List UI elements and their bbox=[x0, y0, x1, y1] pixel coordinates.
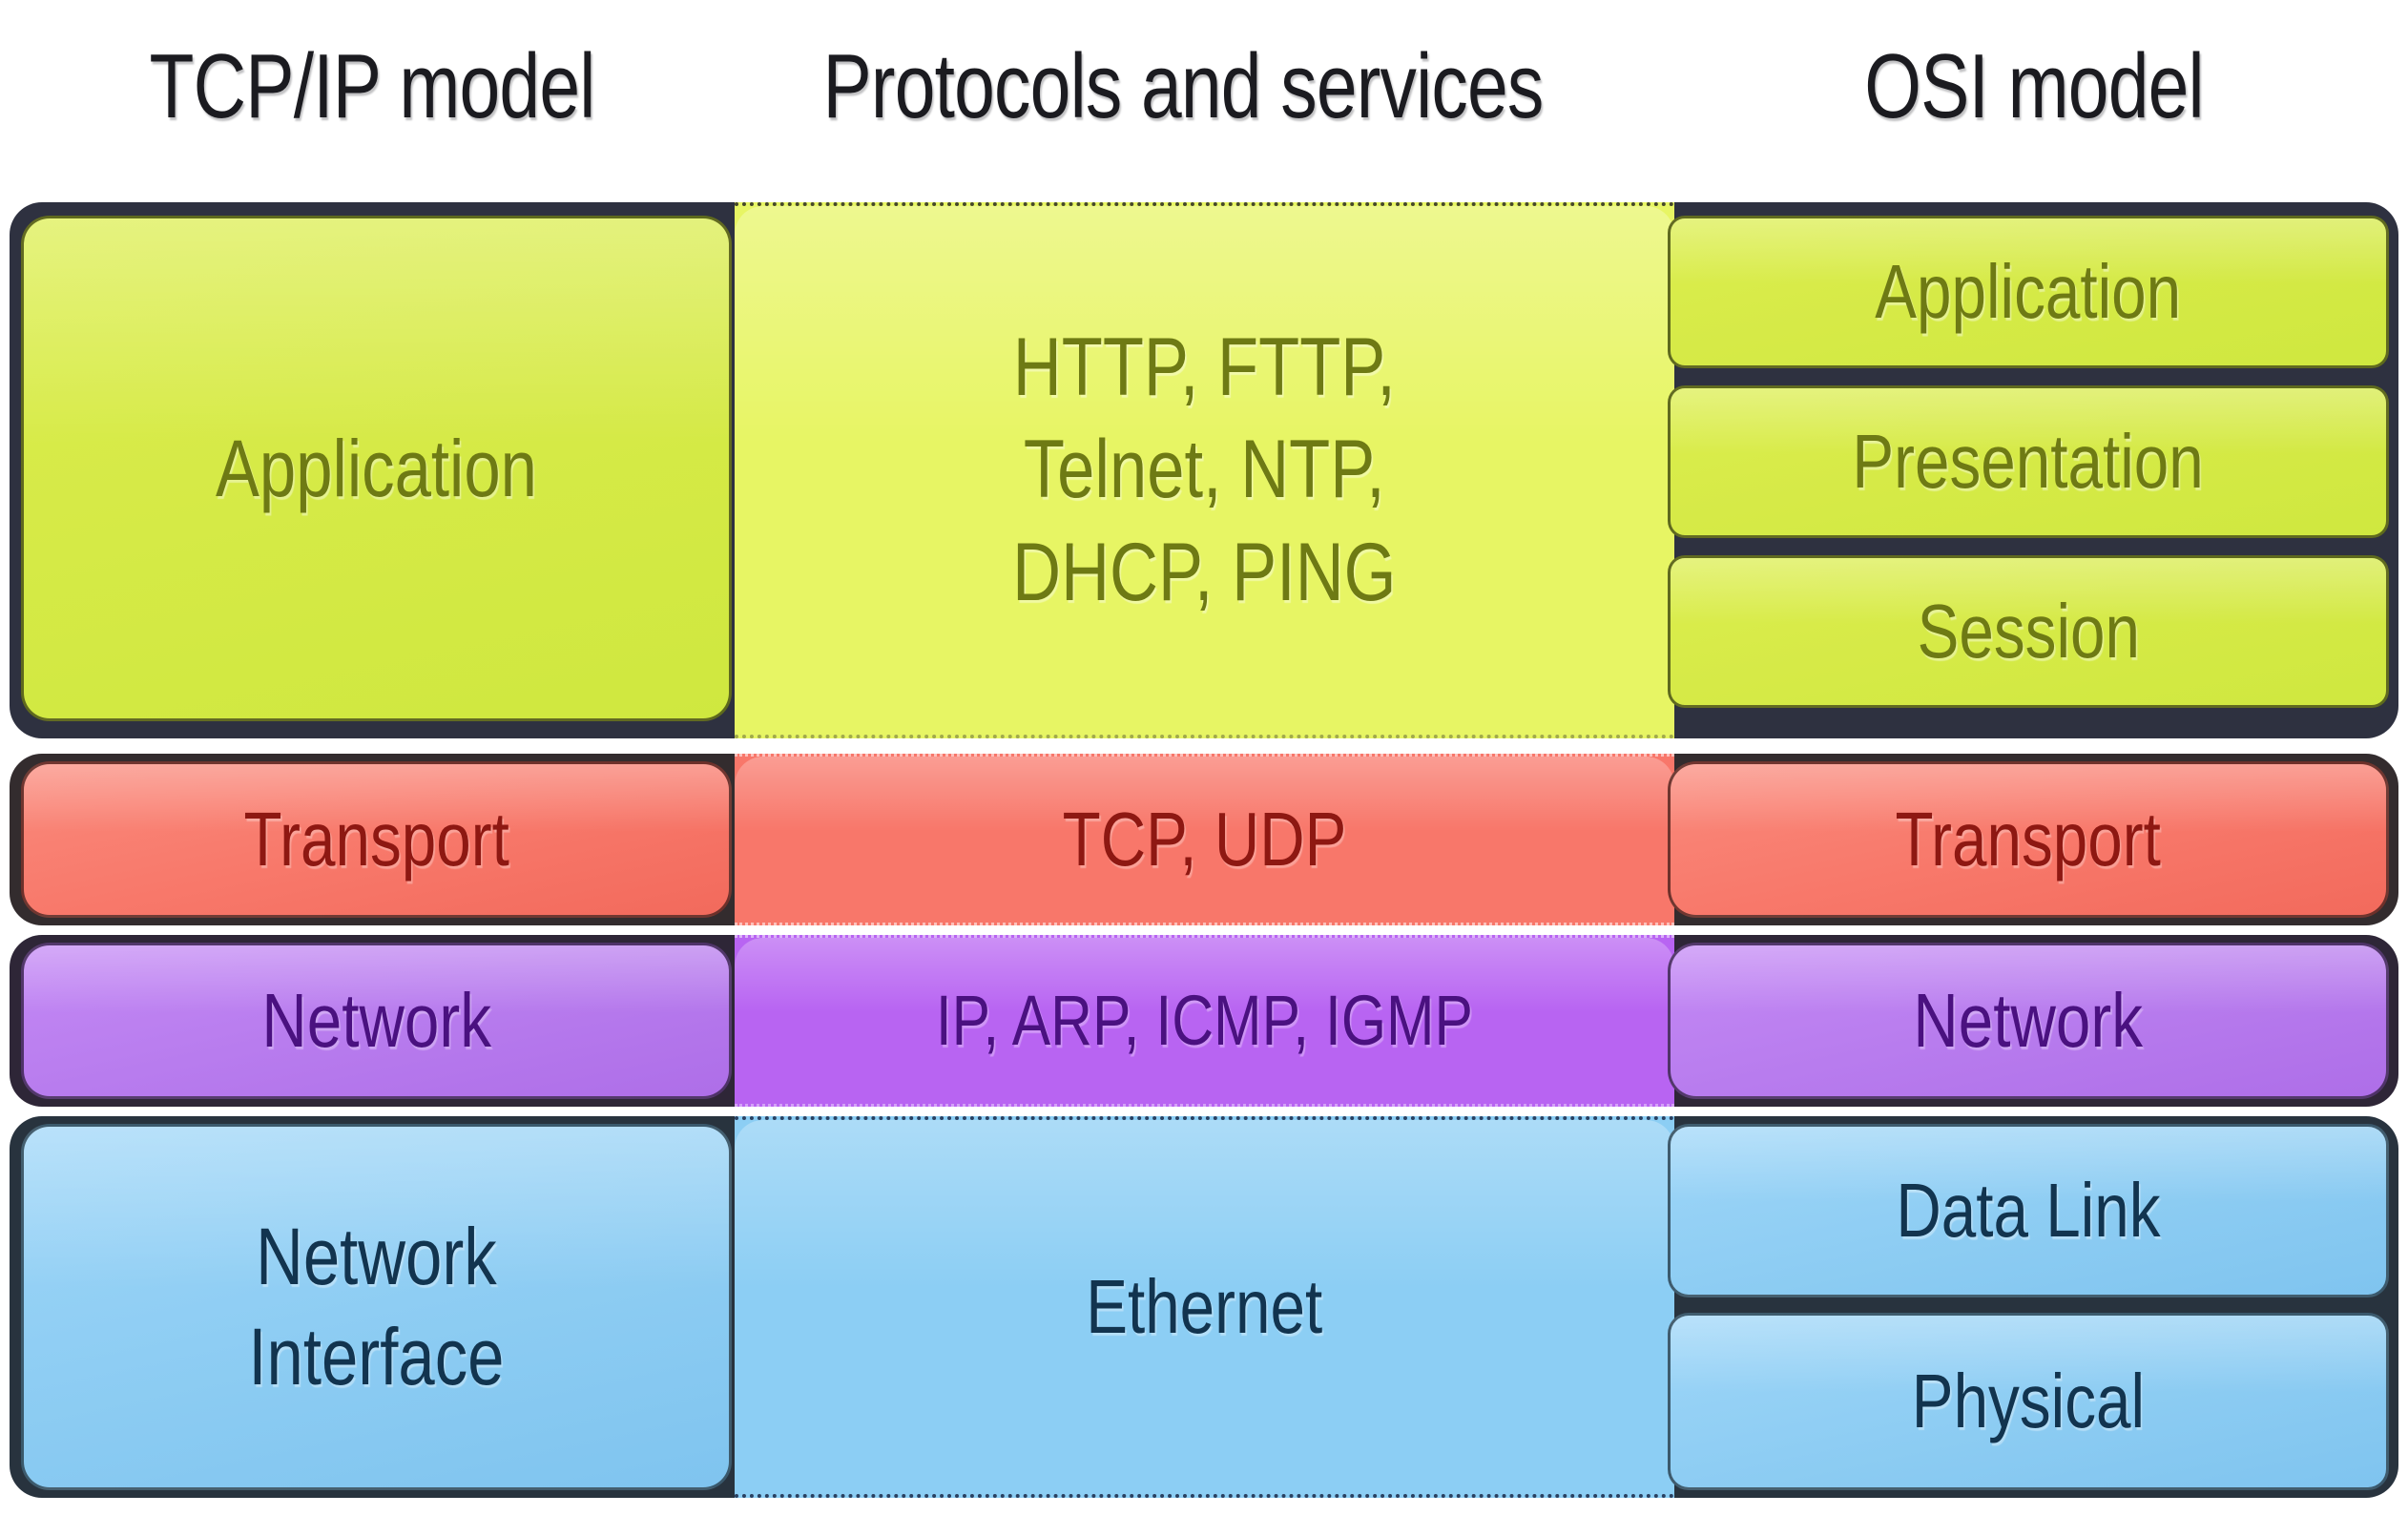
osi-box-presentation[interactable]: Presentation bbox=[1668, 385, 2389, 538]
protocols-cell-network-interface: Ethernet bbox=[735, 1116, 1674, 1498]
protocols-label-application: HTTP, FTTP, Telnet, NTP, DHCP, PING bbox=[1012, 321, 1397, 618]
osi-label-transport: Transport bbox=[1895, 797, 2162, 882]
tcpip-label-transport: Transport bbox=[243, 797, 509, 882]
layer-row-transport: TCP, UDP Transport Transport bbox=[0, 754, 2408, 925]
protocols-cell-network: IP, ARP, ICMP, IGMP bbox=[735, 935, 1674, 1107]
tcpip-label-application: Application bbox=[216, 423, 537, 513]
osi-box-application[interactable]: Application bbox=[1668, 216, 2389, 368]
header-tcpip-model: TCP/IP model bbox=[149, 35, 595, 137]
tcpip-label-network: Network bbox=[261, 978, 491, 1063]
protocols-cell-application: HTTP, FTTP, Telnet, NTP, DHCP, PING bbox=[735, 202, 1674, 738]
osi-box-physical[interactable]: Physical bbox=[1668, 1313, 2389, 1490]
osi-label-application: Application bbox=[1875, 249, 2182, 334]
tcpip-label-network-interface: Network Interface bbox=[248, 1212, 505, 1401]
protocols-label-network: IP, ARP, ICMP, IGMP bbox=[935, 980, 1474, 1060]
osi-label-presentation: Presentation bbox=[1852, 419, 2205, 504]
tcpip-box-application[interactable]: Application bbox=[21, 216, 732, 721]
tcpip-box-network[interactable]: Network bbox=[21, 943, 732, 1099]
osi-box-transport[interactable]: Transport bbox=[1668, 761, 2389, 918]
layer-row-application: HTTP, FTTP, Telnet, NTP, DHCP, PING Appl… bbox=[0, 202, 2408, 738]
header-osi-model: OSI model bbox=[1864, 35, 2204, 137]
osi-box-network[interactable]: Network bbox=[1668, 943, 2389, 1099]
column-headers: TCP/IP model Protocols and services OSI … bbox=[0, 0, 2408, 200]
tcpip-box-network-interface[interactable]: Network Interface bbox=[21, 1124, 732, 1490]
osi-box-session[interactable]: Session bbox=[1668, 555, 2389, 708]
protocols-label-transport: TCP, UDP bbox=[1062, 797, 1347, 882]
osi-label-physical: Physical bbox=[1911, 1359, 2146, 1443]
tcpip-box-transport[interactable]: Transport bbox=[21, 761, 732, 918]
protocols-cell-transport: TCP, UDP bbox=[735, 754, 1674, 925]
osi-label-session: Session bbox=[1917, 589, 2140, 674]
osi-box-data-link[interactable]: Data Link bbox=[1668, 1124, 2389, 1297]
osi-label-network: Network bbox=[1913, 978, 2144, 1063]
layer-row-network-interface: Ethernet Network Interface Data Link Phy… bbox=[0, 1116, 2408, 1498]
protocols-label-network-interface: Ethernet bbox=[1086, 1264, 1323, 1349]
header-protocols-and-services: Protocols and services bbox=[822, 35, 1544, 137]
osi-label-data-link: Data Link bbox=[1896, 1168, 2161, 1253]
layer-row-network: IP, ARP, ICMP, IGMP Network Network bbox=[0, 935, 2408, 1107]
